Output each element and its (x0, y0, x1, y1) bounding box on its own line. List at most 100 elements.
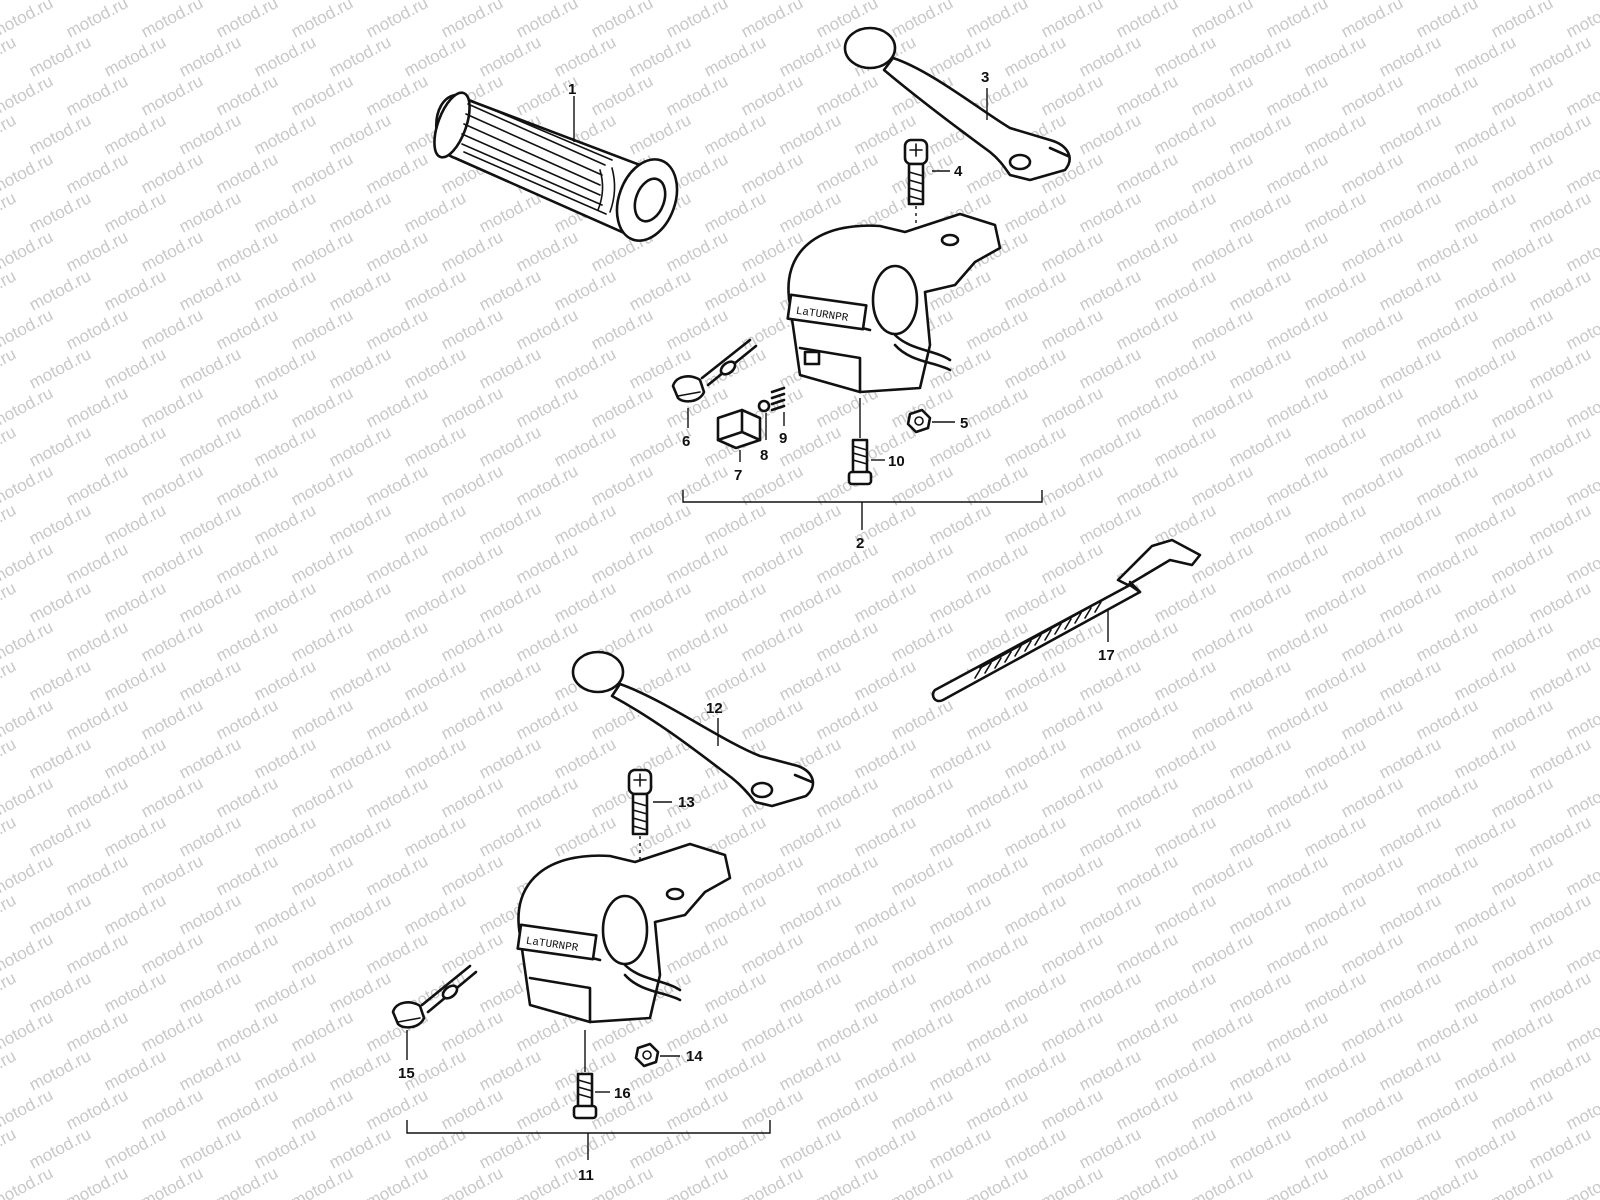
watermark-text: motod.ru (1226, 500, 1294, 548)
watermark-text: motod.ru (251, 734, 319, 782)
watermark-text: motod.ru (551, 812, 619, 860)
watermark-text: motod.ru (288, 695, 356, 743)
watermark-text: motod.ru (1526, 188, 1594, 236)
watermark-text: motod.ru (1488, 1007, 1556, 1055)
watermark-text: motod.ru (813, 617, 881, 665)
watermark-text: motod.ru (776, 812, 844, 860)
watermark-text: motod.ru (401, 656, 469, 704)
watermark-text: motod.ru (363, 71, 431, 119)
watermark-text: motod.ru (1338, 695, 1406, 743)
cable-tie-part-17 (931, 538, 1202, 703)
watermark-text: motod.ru (138, 617, 206, 665)
switch-cap-part-7 (716, 408, 762, 450)
watermark-text: motod.ru (888, 773, 956, 821)
watermark-text: motod.ru (1451, 656, 1519, 704)
watermark-text: motod.ru (1113, 695, 1181, 743)
watermark-text: motod.ru (138, 227, 206, 275)
watermark-text: motod.ru (1488, 929, 1556, 977)
watermark-text: motod.ru (1526, 578, 1594, 626)
watermark-text: motod.ru (326, 344, 394, 392)
watermark-text: motod.ru (176, 1046, 244, 1094)
watermark-text: motod.ru (1488, 773, 1556, 821)
watermark-text: motod.ru (1413, 0, 1481, 42)
watermark-text: motod.ru (1376, 812, 1444, 860)
watermark-text: motod.ru (1188, 617, 1256, 665)
watermark-text: motod.ru (1001, 1046, 1069, 1094)
watermark-text: motod.ru (1151, 890, 1219, 938)
watermark-text: motod.ru (588, 1163, 656, 1200)
watermark-text: motod.ru (213, 227, 281, 275)
watermark-text: motod.ru (1151, 110, 1219, 158)
watermark-text: motod.ru (63, 149, 131, 197)
watermark-text: motod.ru (1038, 773, 1106, 821)
watermark-text: motod.ru (288, 1163, 356, 1200)
watermark-text: motod.ru (1413, 929, 1481, 977)
watermark-text: motod.ru (1451, 110, 1519, 158)
watermark-text: motod.ru (138, 461, 206, 509)
watermark-text: motod.ru (1226, 266, 1294, 314)
watermark-text: motod.ru (1226, 422, 1294, 470)
watermark-text: motod.ru (1301, 422, 1369, 470)
watermark-text: motod.ru (663, 773, 731, 821)
watermark-text: motod.ru (213, 695, 281, 743)
watermark-text: motod.ru (1376, 110, 1444, 158)
watermark-text: motod.ru (1151, 1124, 1219, 1172)
watermark-text: motod.ru (26, 1046, 94, 1094)
watermark-text: motod.ru (101, 266, 169, 314)
watermark-text: motod.ru (1001, 812, 1069, 860)
watermark-text: motod.ru (176, 1124, 244, 1172)
watermark-text: motod.ru (0, 32, 19, 80)
watermark-text: motod.ru (438, 539, 506, 587)
watermark-text: motod.ru (1338, 539, 1406, 587)
watermark-text: motod.ru (1376, 500, 1444, 548)
watermark-text: motod.ru (1226, 344, 1294, 392)
watermark-text: motod.ru (1263, 149, 1331, 197)
watermark-text: motod.ru (1526, 968, 1594, 1016)
callout-4: 4 (954, 163, 963, 180)
watermark-text: motod.ru (1413, 695, 1481, 743)
watermark-text: motod.ru (288, 71, 356, 119)
watermark-text: motod.ru (1113, 1085, 1181, 1133)
watermark-text: motod.ru (1488, 1163, 1556, 1200)
watermark-text: motod.ru (551, 32, 619, 80)
watermark-text: motod.ru (1413, 71, 1481, 119)
watermark-text: motod.ru (813, 1163, 881, 1200)
watermark-text: motod.ru (1263, 1085, 1331, 1133)
watermark-text: motod.ru (963, 383, 1031, 431)
watermark-text: motod.ru (1263, 539, 1331, 587)
callout-6: 6 (682, 433, 690, 450)
watermark-text: motod.ru (476, 422, 544, 470)
watermark-text: motod.ru (926, 734, 994, 782)
watermark-text: motod.ru (0, 656, 19, 704)
watermark-text: motod.ru (1038, 539, 1106, 587)
watermark-text: motod.ru (401, 812, 469, 860)
watermark-text: motod.ru (551, 1124, 619, 1172)
watermark-text: motod.ru (101, 188, 169, 236)
ball-part-8 (757, 399, 771, 413)
watermark-text: motod.ru (1526, 812, 1594, 860)
watermark-text: motod.ru (1301, 344, 1369, 392)
watermark-text: motod.ru (213, 149, 281, 197)
watermark-text: motod.ru (776, 500, 844, 548)
watermark-text: motod.ru (251, 188, 319, 236)
watermark-text: motod.ru (1001, 32, 1069, 80)
watermark-text: motod.ru (1376, 188, 1444, 236)
watermark-text: motod.ru (1526, 32, 1594, 80)
watermark-text: motod.ru (101, 344, 169, 392)
watermark-text: motod.ru (326, 188, 394, 236)
watermark-text: motod.ru (1113, 851, 1181, 899)
watermark-text: motod.ru (1263, 929, 1331, 977)
watermark-text: motod.ru (888, 0, 956, 42)
watermark-text: motod.ru (0, 0, 19, 3)
watermark-text: motod.ru (776, 110, 844, 158)
watermark-text: motod.ru (138, 929, 206, 977)
callout-17: 17 (1098, 647, 1115, 664)
watermark-text: motod.ru (63, 0, 131, 42)
watermark-text: motod.ru (213, 1085, 281, 1133)
watermark-text: motod.ru (138, 71, 206, 119)
watermark-text: motod.ru (0, 890, 19, 938)
watermark-text: motod.ru (1338, 383, 1406, 431)
watermark-text: motod.ru (1226, 1124, 1294, 1172)
watermark-text: motod.ru (776, 656, 844, 704)
watermark-text: motod.ru (176, 32, 244, 80)
